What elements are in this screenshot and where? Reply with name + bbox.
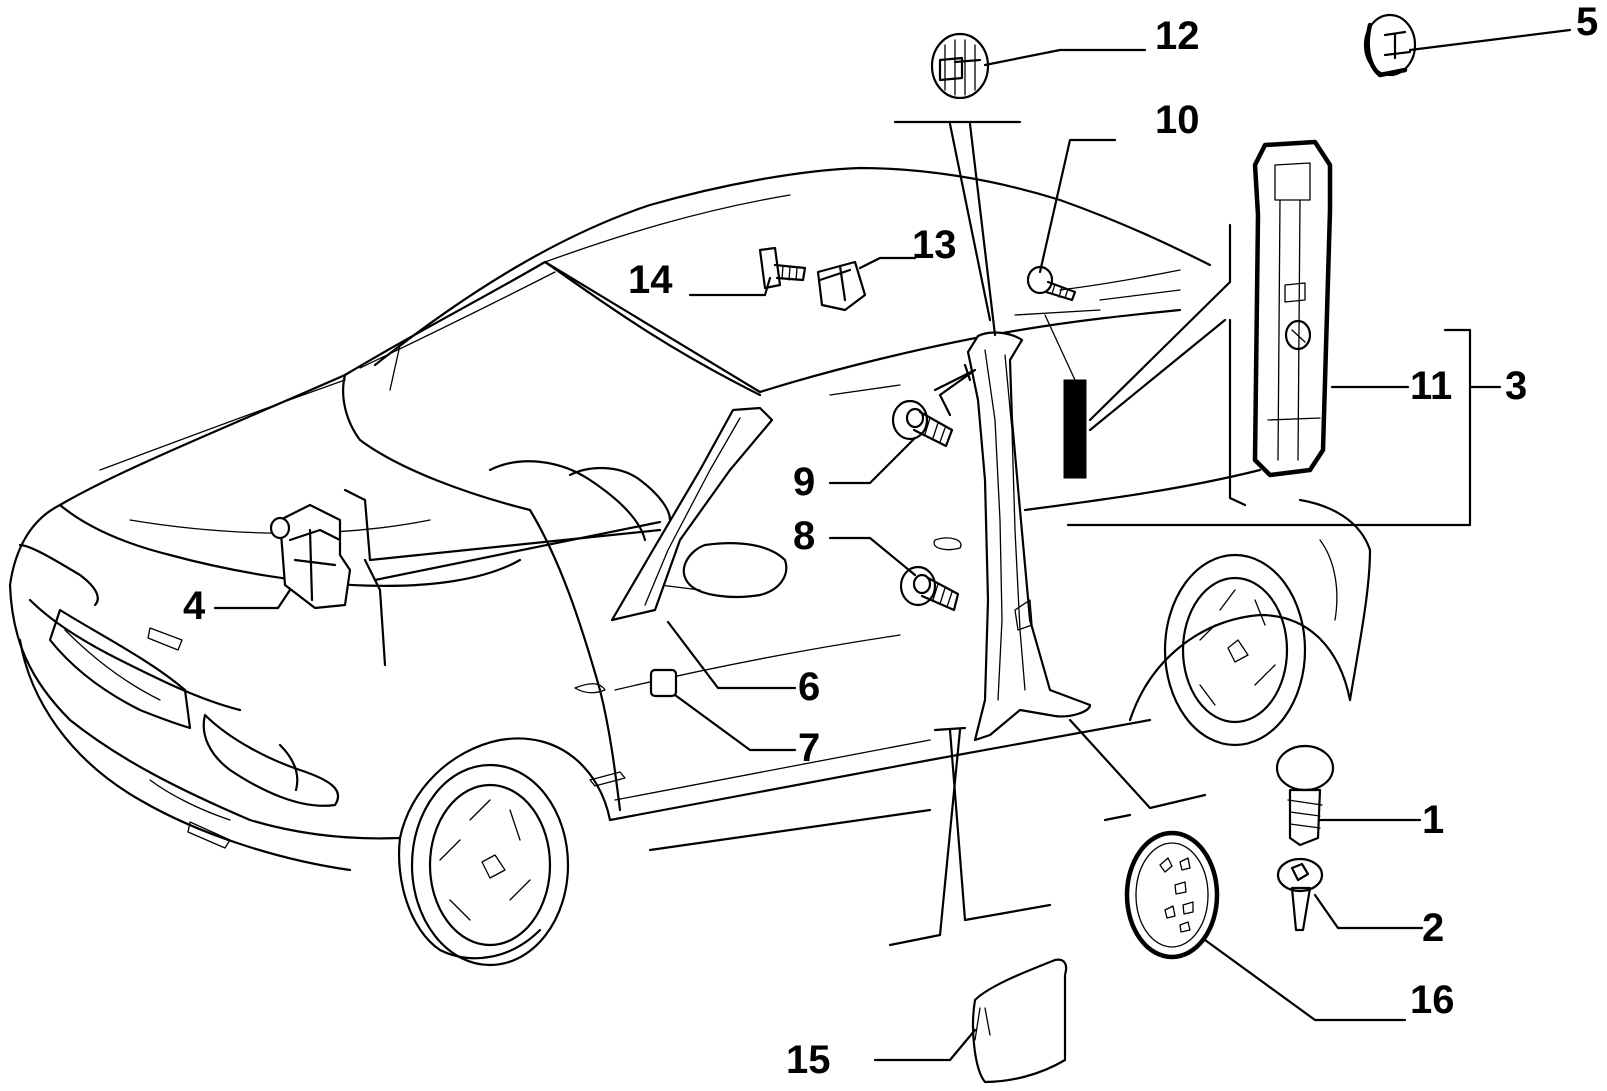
car-body (8, 166, 1372, 967)
callout-12: 12 (1155, 14, 1200, 58)
callout-14: 14 (628, 258, 673, 302)
part-9-bolt (891, 399, 954, 448)
part-3-b-pillar-trim (966, 331, 1092, 742)
part-1-push-rivet (1275, 744, 1335, 847)
callout-13: 13 (912, 223, 957, 267)
callout-9: 9 (793, 460, 816, 504)
part-2-screw (1276, 857, 1324, 932)
callout-6: 6 (798, 665, 821, 709)
callout-15: 15 (786, 1038, 831, 1082)
part-5-clip (1363, 13, 1417, 78)
part-14-bolt (758, 246, 807, 290)
part-8-bolt (899, 565, 960, 612)
callout-10: 10 (1155, 98, 1200, 142)
seal-strip-lines (1014, 223, 1247, 507)
part-seal-strip (1063, 379, 1087, 479)
part-11-pillar-panel (1252, 139, 1333, 478)
part-4-bracket (269, 503, 352, 610)
leader-lines (213, 28, 1572, 1062)
callout-1: 1 (1422, 798, 1445, 842)
callout-4: 4 (183, 584, 206, 628)
part-6-a-pillar-trim (610, 406, 774, 622)
callout-8: 8 (793, 514, 816, 558)
callout-2: 2 (1422, 906, 1445, 950)
part-10-bolt (1026, 265, 1077, 302)
part-13-clip (816, 260, 867, 312)
callout-11: 11 (1410, 364, 1453, 408)
part-7-block (649, 668, 678, 698)
part-12-clip (930, 32, 990, 100)
part-15-cover (971, 958, 1068, 1084)
callout-7: 7 (798, 726, 821, 770)
callout-16: 16 (1410, 978, 1455, 1022)
callout-3: 3 (1505, 364, 1528, 408)
callout-5: 5 (1576, 0, 1599, 44)
part-16-cap (1124, 830, 1220, 960)
